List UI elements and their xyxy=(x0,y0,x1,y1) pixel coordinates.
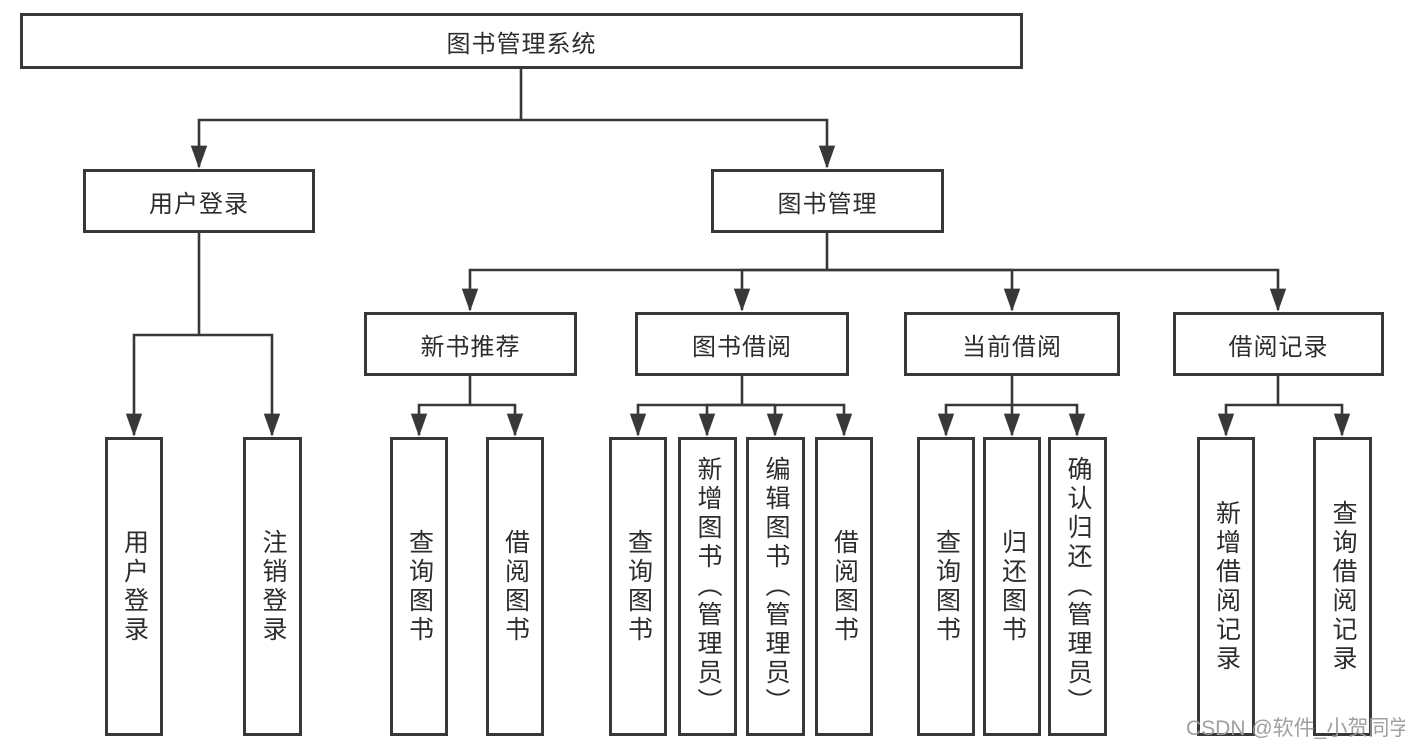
node-library-management-system: 图书管理系统 xyxy=(20,13,1023,69)
node-borrow-books-borrowing: 借阅图书 xyxy=(815,437,873,736)
node-label: 查询图书 xyxy=(405,528,434,645)
node-add-borrow-record: 新增借阅记录 xyxy=(1197,437,1255,736)
node-query-books-current: 查询图书 xyxy=(917,437,975,736)
node-label: 归还图书 xyxy=(998,528,1027,645)
node-logout: 注销登录 xyxy=(243,437,302,736)
node-user-login-leaf: 用户登录 xyxy=(105,437,163,736)
node-label: 查询图书 xyxy=(624,528,653,645)
node-label: 确认归还（管理员） xyxy=(1064,456,1092,717)
node-label: 查询借阅记录 xyxy=(1329,499,1357,674)
node-confirm-return-admin: 确认归还（管理员） xyxy=(1048,437,1107,736)
node-query-books-recommend: 查询图书 xyxy=(390,437,448,736)
node-label: 图书管理 xyxy=(777,190,878,218)
node-new-book-recommend: 新书推荐 xyxy=(364,312,577,376)
node-add-book-admin: 新增图书（管理员） xyxy=(678,437,737,736)
node-label: 图书借阅 xyxy=(692,333,792,361)
node-label: 当前借阅 xyxy=(962,333,1062,361)
node-label: 新增借阅记录 xyxy=(1212,499,1241,674)
node-return-books: 归还图书 xyxy=(983,437,1041,736)
node-borrow-books-recommend: 借阅图书 xyxy=(486,437,544,736)
node-label: 编辑图书（管理员） xyxy=(762,456,790,717)
node-user-login: 用户登录 xyxy=(83,169,315,233)
node-label: 借阅图书 xyxy=(830,528,859,645)
node-borrowing-records: 借阅记录 xyxy=(1173,312,1384,376)
node-label: 图书管理系统 xyxy=(446,30,597,58)
node-label: 注销登录 xyxy=(259,528,287,645)
node-label: 查询图书 xyxy=(932,528,961,645)
node-label: 用户登录 xyxy=(120,528,149,645)
csdn-watermark: CSDN @软件_小贺同学 xyxy=(1186,717,1405,740)
connector-group xyxy=(125,69,1351,437)
node-query-borrow-record: 查询借阅记录 xyxy=(1313,437,1372,736)
node-label: 新书推荐 xyxy=(420,333,521,361)
node-query-books-borrowing: 查询图书 xyxy=(609,437,667,736)
node-label: 用户登录 xyxy=(149,190,249,218)
node-current-borrowing: 当前借阅 xyxy=(904,312,1120,376)
node-book-borrowing: 图书借阅 xyxy=(635,312,849,376)
node-label: 借阅图书 xyxy=(501,528,530,645)
node-edit-book-admin: 编辑图书（管理员） xyxy=(746,437,805,736)
node-book-management: 图书管理 xyxy=(711,169,944,233)
node-label: 新增图书（管理员） xyxy=(694,456,722,717)
node-label: 借阅记录 xyxy=(1228,333,1329,361)
